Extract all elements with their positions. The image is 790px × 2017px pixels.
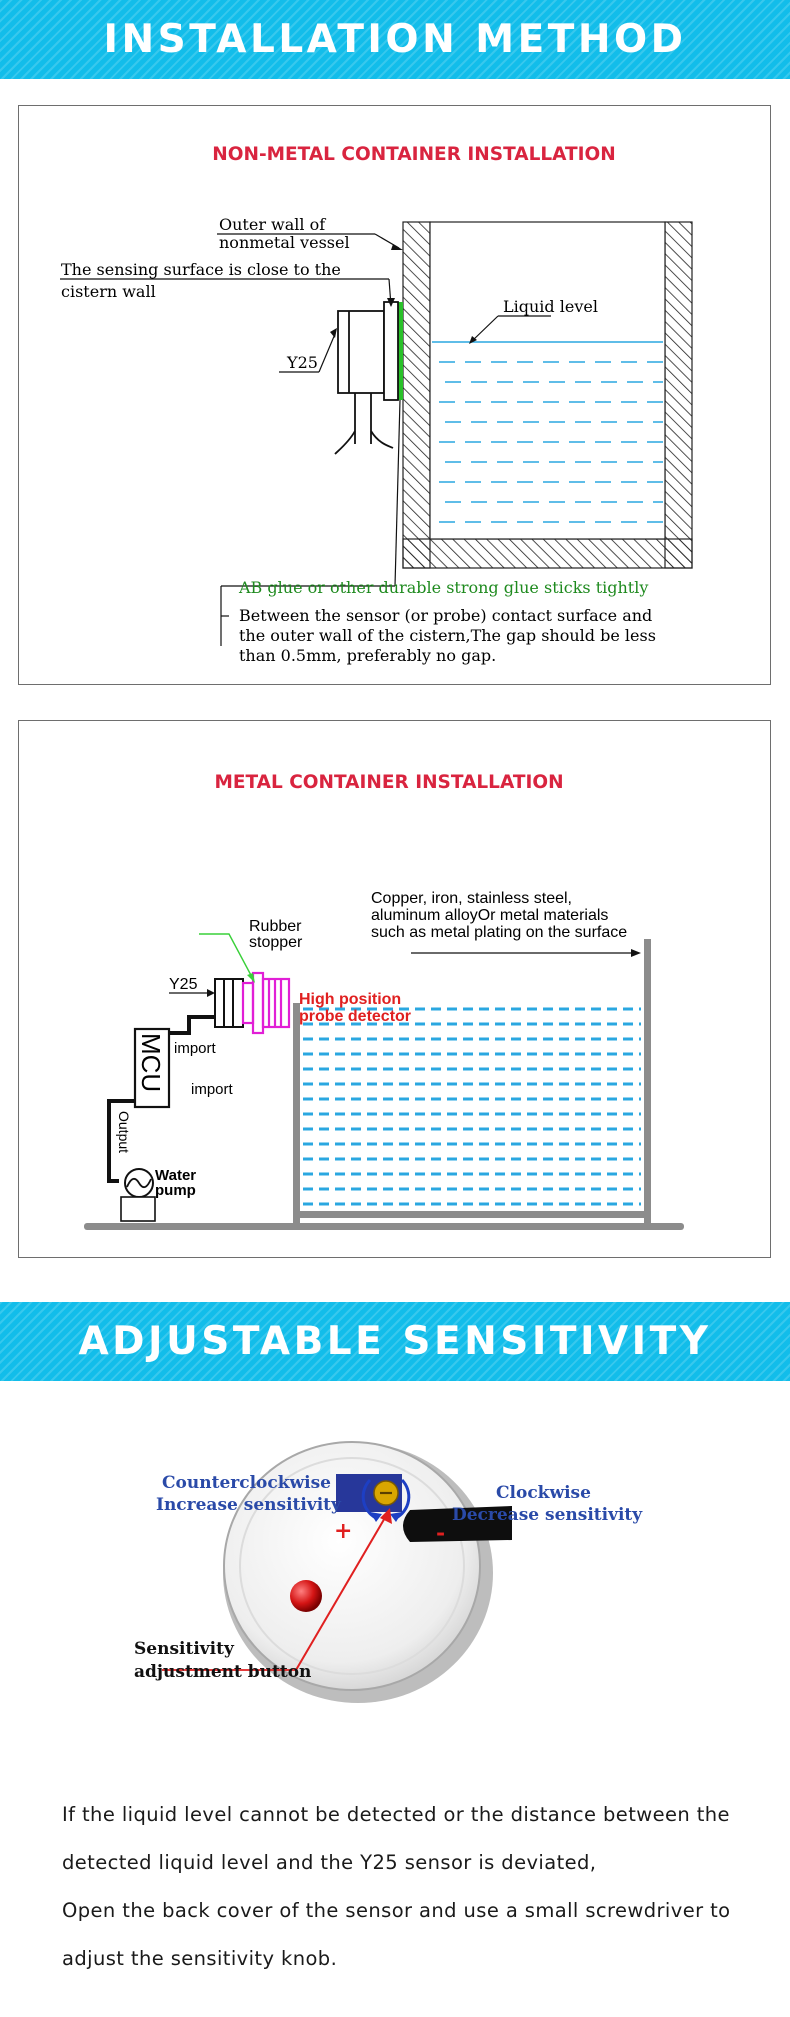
metal-diagram: METAL CONTAINER INSTALLATION [84, 772, 684, 1230]
y25-label: Y25 [286, 353, 318, 372]
cw-label-1: Clockwise [496, 1483, 591, 1503]
metal-title: METAL CONTAINER INSTALLATION [214, 772, 563, 793]
probe-label-2: probe detector [299, 1008, 411, 1025]
adjustable-sensitivity-title: ADJUSTABLE SENSITIVITY [78, 1319, 712, 1364]
gap-note-3: than 0.5mm, preferably no gap. [239, 646, 496, 665]
mcu-label: MCU [136, 1033, 166, 1092]
y25-label-metal: Y25 [169, 976, 198, 993]
water-pump [120, 1168, 156, 1222]
plus-sign: + [334, 1518, 352, 1544]
pump-label-2: pump [155, 1182, 196, 1199]
output-label: Output [116, 1111, 132, 1153]
probe-label-1: High position [299, 991, 401, 1008]
adjust-pointer-arrow [295, 1515, 387, 1671]
installation-method-title: INSTALLATION METHOD [103, 17, 687, 62]
non-metal-diagram: NON-METAL CONTAINER INSTALLATION [60, 144, 693, 665]
minus-sign: - [436, 1520, 445, 1546]
materials-line-3: such as metal plating on the surface [371, 924, 627, 941]
pump-label-1: Water [155, 1167, 196, 1184]
import-label-1: import [174, 1040, 217, 1057]
outer-wall-label-1: Outer wall of [219, 215, 326, 234]
mcu-box [133, 1027, 171, 1109]
rubber-leader [199, 933, 254, 980]
button-label-1: Sensitivity [134, 1639, 235, 1659]
instruction-line-1: If the liquid level cannot be detected o… [62, 1803, 730, 1826]
sensing-surface-label-2: cistern wall [61, 282, 156, 301]
metal-installation-panel: METAL CONTAINER INSTALLATION [18, 720, 771, 1258]
gap-note-2: the outer wall of the cistern,The gap sh… [239, 626, 656, 645]
instruction-line-3: Open the back cover of the sensor and us… [62, 1899, 731, 1922]
sensor-cable [403, 1506, 512, 1542]
metal-container [84, 939, 684, 1230]
glue-layer [398, 302, 403, 400]
ccw-label-2: Increase sensitivity [156, 1495, 342, 1515]
non-metal-installation-panel: NON-METAL CONTAINER INSTALLATION [18, 105, 771, 685]
sensor-back [223, 1441, 493, 1703]
y25-sensor [334, 301, 399, 455]
button-label-2: adjustment button [134, 1662, 311, 1682]
wiring [107, 1015, 215, 1183]
rubber-label-1: Rubber [249, 918, 302, 935]
liquid [432, 341, 663, 523]
cw-label-2: Decrease sensitivity [452, 1505, 643, 1525]
glue-note: AB glue or other durable strong glue sti… [238, 578, 648, 597]
instruction-line-4: adjust the sensitivity knob. [62, 1947, 338, 1970]
nonmetal-vessel [402, 221, 693, 569]
materials-line-2: aluminum alloyOr metal materials [371, 907, 608, 924]
ccw-label-1: Counterclockwise [162, 1473, 331, 1493]
sensing-surface-label-1: The sensing surface is close to the [61, 260, 341, 279]
probe-detector [241, 971, 291, 1035]
import-label-2: import [191, 1081, 234, 1098]
y25-sensor-metal [214, 978, 244, 1028]
water [303, 1007, 641, 1206]
outer-wall-label-2: nonmetal vessel [219, 233, 350, 252]
gap-note-1: Between the sensor (or probe) contact su… [239, 606, 652, 625]
rubber-label-2: stopper [249, 934, 303, 951]
adjustable-sensitivity-banner: ADJUSTABLE SENSITIVITY [0, 1302, 790, 1381]
sensitivity-illustration: Counterclockwise Increase sensitivity Cl… [134, 1441, 643, 1703]
non-metal-title: NON-METAL CONTAINER INSTALLATION [212, 144, 616, 165]
instruction-line-2: detected liquid level and the Y25 sensor… [62, 1851, 597, 1874]
liquid-level-label: Liquid level [503, 297, 598, 316]
materials-line-1: Copper, iron, stainless steel, [371, 890, 572, 907]
sensitivity-button-ball [290, 1580, 322, 1612]
installation-method-banner: INSTALLATION METHOD [0, 0, 790, 79]
